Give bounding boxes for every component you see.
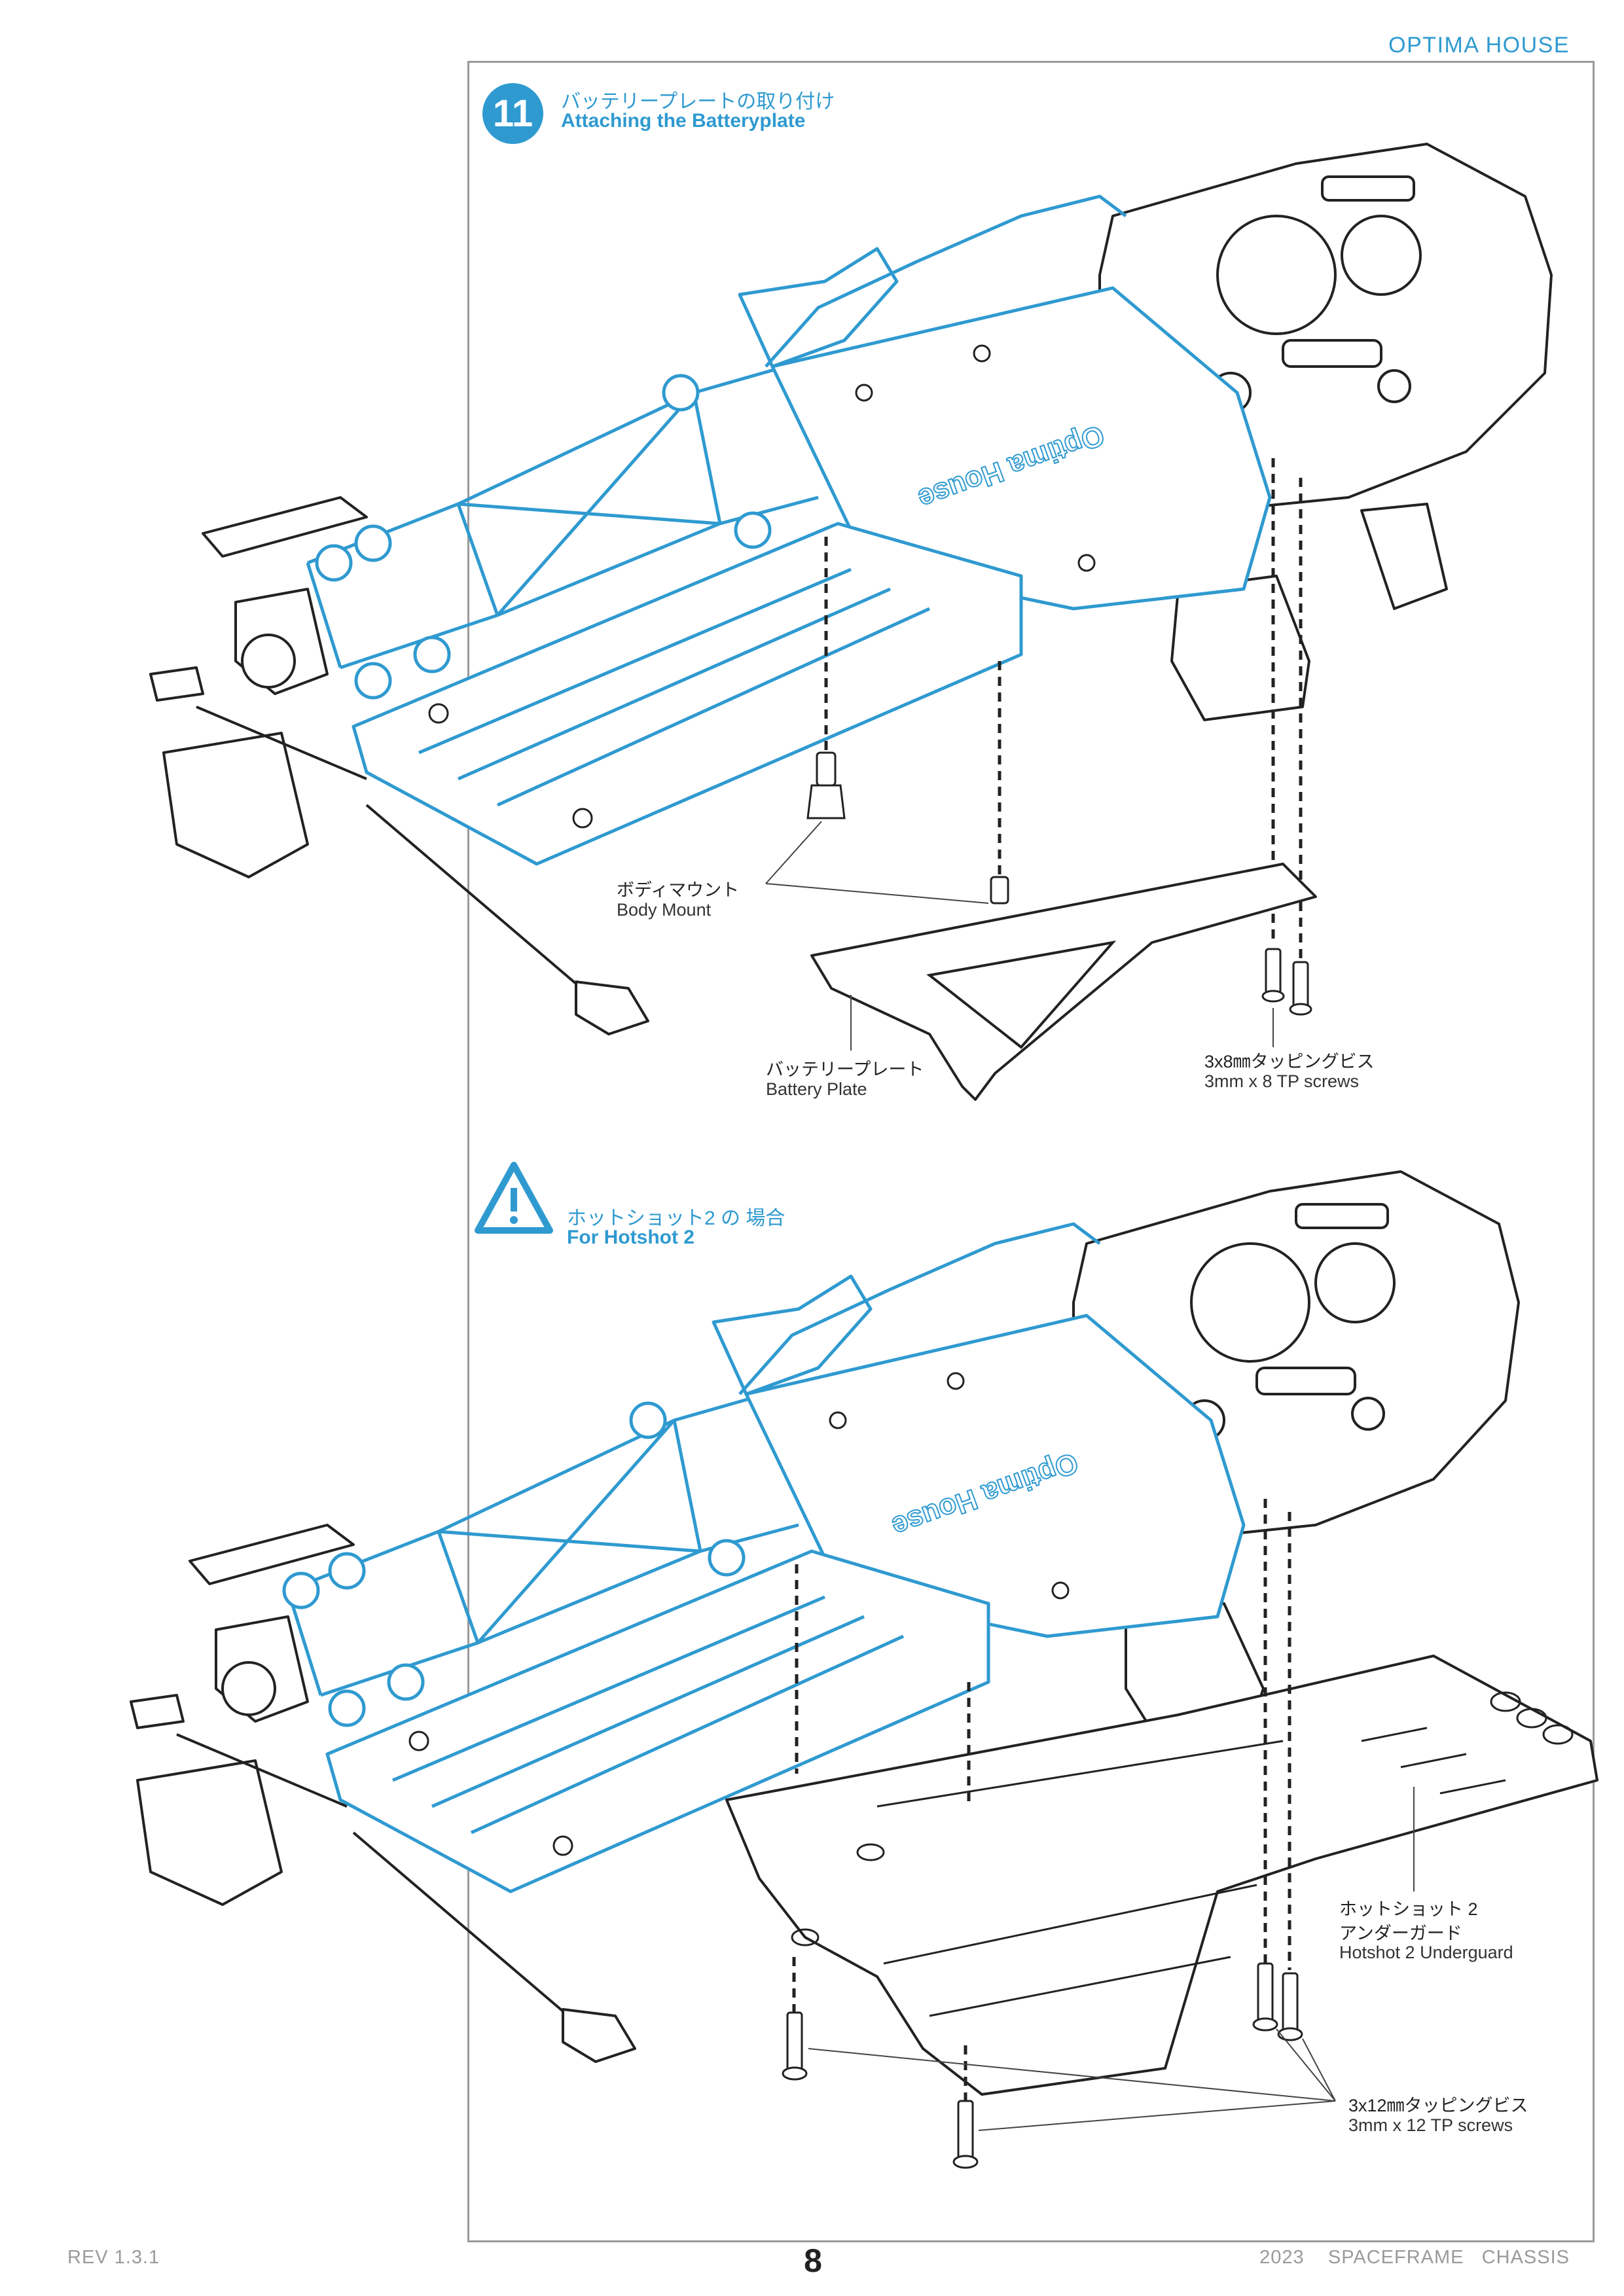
- page-number: 8: [804, 2242, 822, 2279]
- body-mount-label-jp: ボディマウント: [617, 880, 740, 900]
- product-label: 2023 SPACEFRAME CHASSIS: [1259, 2247, 1570, 2268]
- bottom-chassis-drawing: Optima House: [130, 1170, 1598, 2169]
- battery-plate-label-jp: バッテリープレート: [766, 1060, 924, 1079]
- revision-label: REV 1.3.1: [67, 2247, 160, 2268]
- screws-12mm-label-jp: 3x12㎜タッピングビス: [1348, 2096, 1528, 2115]
- warning-triangle-icon: [475, 1162, 553, 1234]
- step-title-en: Attaching the Batteryplate: [561, 110, 806, 132]
- content-frame: [467, 61, 1595, 2242]
- top-chassis-drawing: Optima House: [149, 143, 1553, 1101]
- screws-8mm-label-en: 3mm x 8 TP screws: [1204, 1071, 1360, 1091]
- brand-name: OPTIMA HOUSE: [1388, 33, 1570, 58]
- screws-12mm-label-en: 3mm x 12 TP screws: [1348, 2115, 1513, 2135]
- underguard-label-jp-1: ホットショット 2: [1339, 1899, 1478, 1919]
- step-title-jp: バッテリープレートの取り付け: [561, 91, 835, 113]
- battery-plate-label-en: Battery Plate: [766, 1079, 867, 1099]
- screws-8mm-label-jp: 3x8㎜タッピングビス: [1204, 1052, 1375, 1071]
- body-mount-label-en: Body Mount: [617, 900, 712, 920]
- underguard-label-en: Hotshot 2 Underguard: [1339, 1943, 1513, 1962]
- step-number-badge: 11: [482, 83, 543, 144]
- warning-title-jp: ホットショット2 の 場合: [567, 1208, 785, 1229]
- warning-title-en: For Hotshot 2: [567, 1227, 695, 1248]
- underguard-label-jp-2: アンダーガード: [1339, 1924, 1462, 1943]
